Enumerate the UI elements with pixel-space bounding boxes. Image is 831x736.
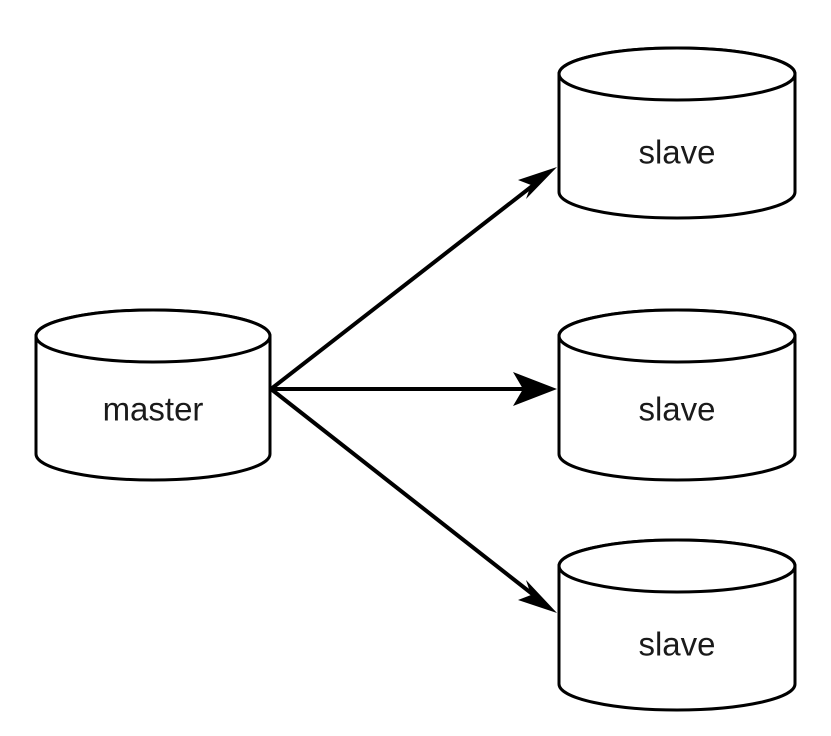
- edge-master-to-slave-1[interactable]: [269, 167, 557, 391]
- node-label-master: master: [103, 391, 204, 428]
- edge-line: [269, 178, 542, 391]
- arrowhead-icon: [513, 372, 557, 406]
- arrowhead-icon: [518, 580, 557, 613]
- cylinder-top-ellipse: [34, 308, 272, 364]
- edge-line: [269, 387, 542, 602]
- node-slave-3[interactable]: slave: [557, 538, 797, 712]
- node-master[interactable]: master: [34, 308, 272, 482]
- node-label-slave-1: slave: [638, 134, 715, 171]
- node-slave-2[interactable]: slave: [557, 308, 797, 482]
- arrowhead-icon: [518, 167, 557, 199]
- edge-master-to-slave-3[interactable]: [269, 387, 557, 613]
- node-slave-1[interactable]: slave: [557, 46, 797, 220]
- edge-master-to-slave-2[interactable]: [271, 372, 557, 406]
- node-label-slave-3: slave: [638, 626, 715, 663]
- cylinder-top-ellipse: [557, 538, 797, 594]
- cylinder-top-ellipse: [557, 308, 797, 364]
- node-label-slave-2: slave: [638, 391, 715, 428]
- cylinder-top-ellipse: [557, 46, 797, 102]
